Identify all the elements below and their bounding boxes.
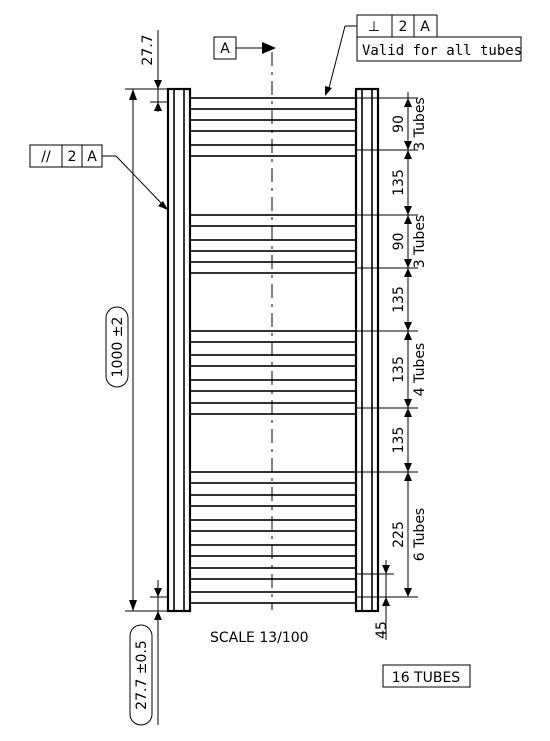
bottom-right-dimension: 45 <box>356 560 394 640</box>
right-dimensions: 90 3 Tubes 135 90 3 Tubes 135 135 4 Tubes 135 225… <box>356 92 428 598</box>
perp-tolerance-datum: A <box>420 19 430 35</box>
tube <box>189 330 357 343</box>
parallel-symbol: // <box>41 149 51 165</box>
tube-total-box: 16 TUBES <box>382 664 471 688</box>
scale-label: SCALE 13/100 <box>210 630 309 646</box>
height-dimension: 1000 ±2 <box>110 317 126 378</box>
bottom-right-value: 45 <box>374 621 390 639</box>
left-rail <box>166 87 192 613</box>
group-count: 4 Tubes <box>412 343 428 396</box>
tube <box>189 519 357 532</box>
group-spacing: 90 <box>391 115 407 133</box>
tube <box>189 354 357 367</box>
group-count: 6 Tubes <box>412 508 428 561</box>
tube <box>189 567 357 580</box>
tube-total-label: 16 TUBES <box>392 670 461 686</box>
group-spacing: 225 <box>391 521 407 548</box>
bottom-offset-dimension: 27.7 ±0.5 <box>134 640 150 710</box>
parallelism-callout: // 2 A <box>29 144 168 210</box>
perp-tolerance-note: Valid for all tubes <box>362 43 522 59</box>
group-count: 3 Tubes <box>412 97 428 150</box>
tube <box>189 591 357 604</box>
tube <box>189 214 357 227</box>
perp-tolerance-value: 2 <box>399 19 408 35</box>
tube <box>189 239 357 252</box>
gap-spacing: 135 <box>391 286 407 313</box>
tube <box>189 494 357 507</box>
tube <box>189 402 357 415</box>
tube <box>189 97 357 110</box>
tube <box>189 144 357 157</box>
gap-spacing: 135 <box>391 427 407 454</box>
tubes <box>189 97 357 604</box>
datum-a-label: A <box>220 41 230 57</box>
tube <box>189 119 357 132</box>
tube <box>189 471 357 484</box>
group-count: 3 Tubes <box>412 215 428 268</box>
top-offset-dimension: 27.7 <box>140 34 156 65</box>
gap-spacing: 135 <box>391 169 407 196</box>
tube <box>189 261 357 274</box>
tube <box>189 379 357 392</box>
perpendicular-symbol: ⊥ <box>368 19 380 35</box>
left-dimensions: 1000 ±2 27.7 27.7 ±0.5 <box>105 30 168 726</box>
tube <box>189 544 357 557</box>
perpendicularity-callout: ⊥ 2 A Valid for all tubes <box>325 14 522 96</box>
parallel-tolerance-datum: A <box>87 149 97 165</box>
datum-a-callout: A <box>213 36 276 60</box>
group-spacing: 135 <box>391 356 407 383</box>
parallel-tolerance-value: 2 <box>68 149 77 165</box>
group-spacing: 90 <box>391 233 407 251</box>
right-rail <box>354 87 380 613</box>
